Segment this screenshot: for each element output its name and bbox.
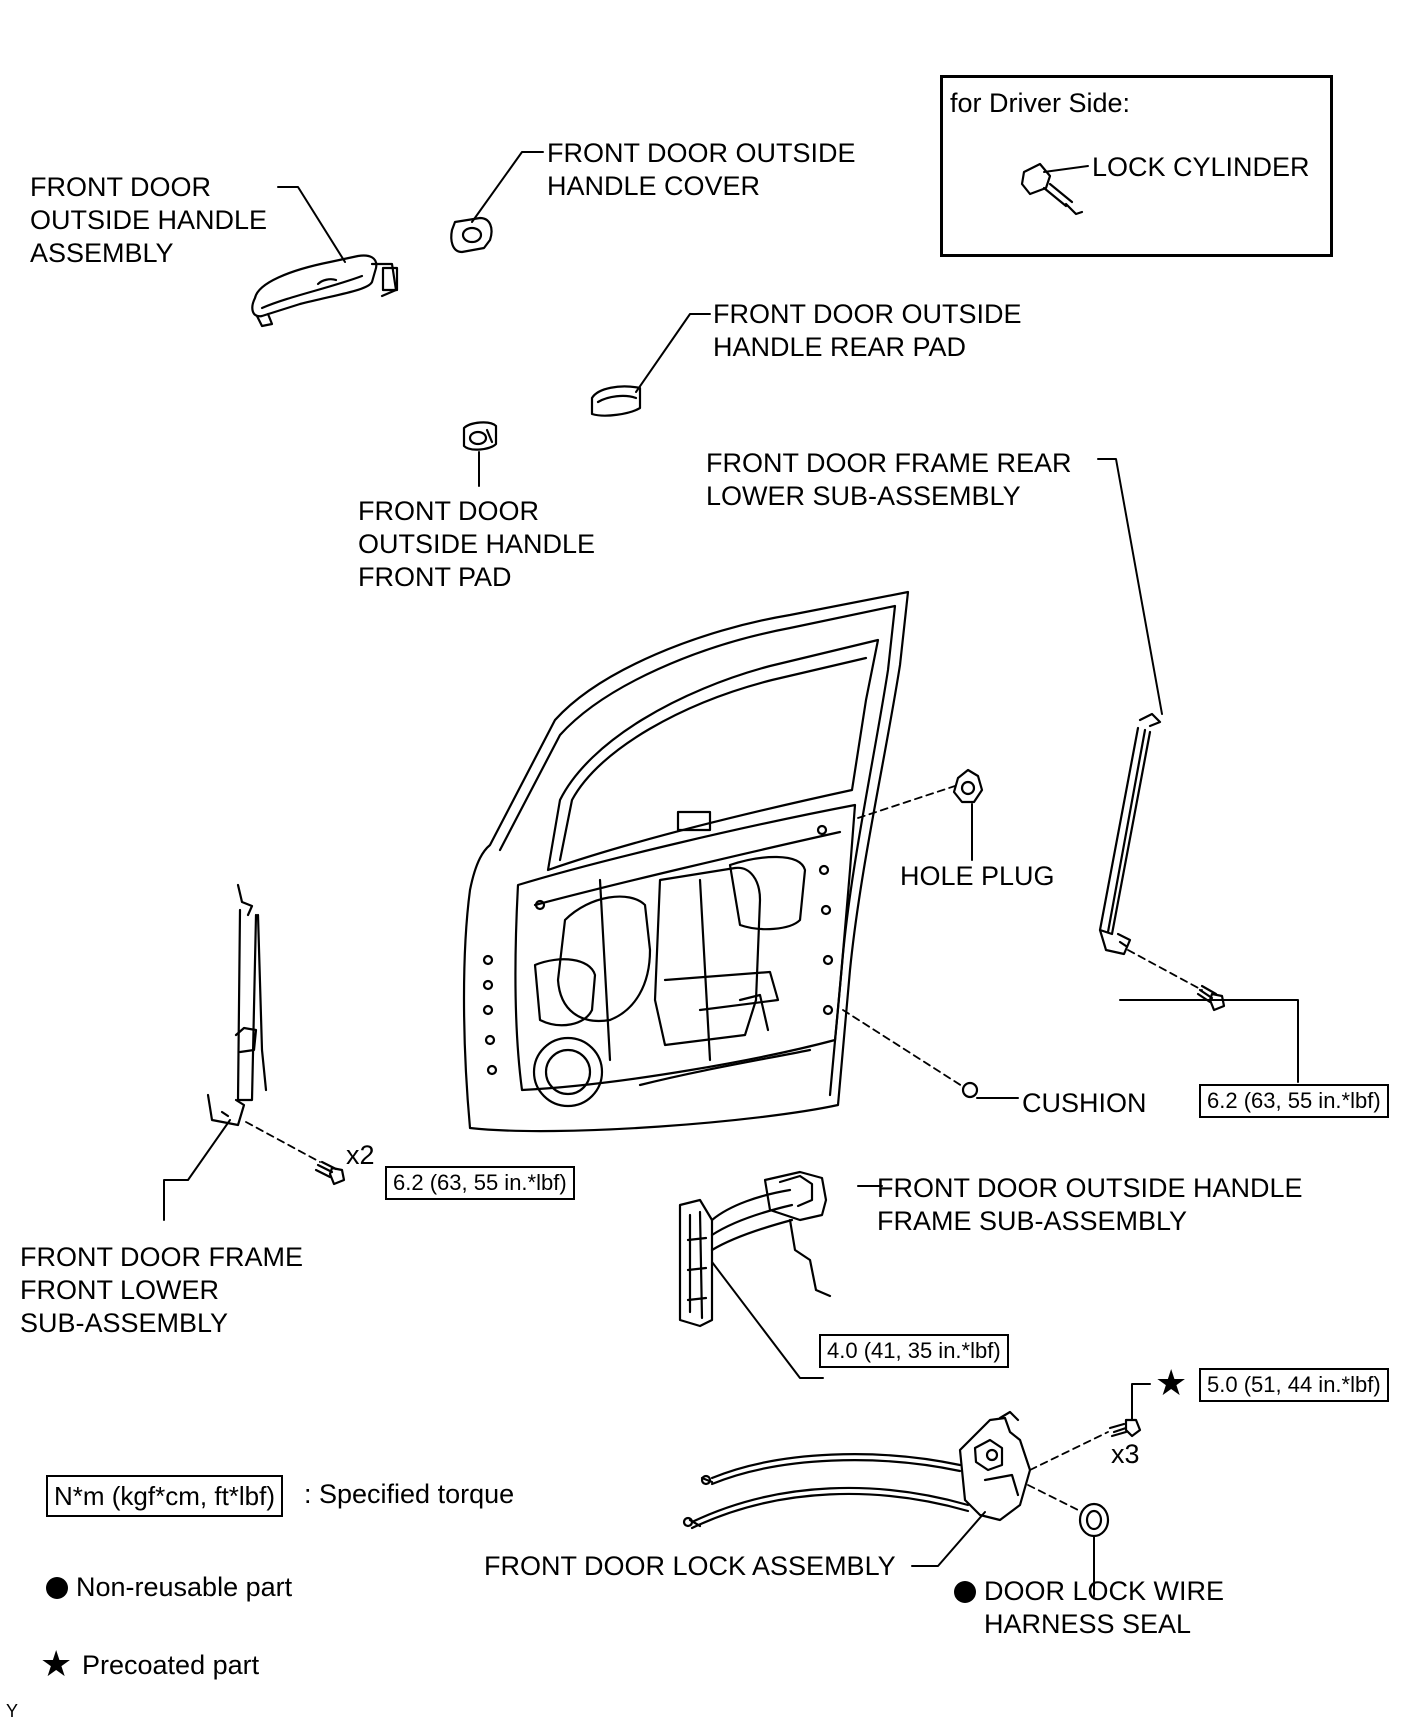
outside-handle-assembly-drawing [251,254,399,328]
driver-side-inset [940,75,1333,257]
outside-handle-front-pad-drawing [462,421,498,451]
driver-side-title: for Driver Side: [950,88,1131,118]
frame-rear-lower-drawing [1098,712,1162,956]
non-reusable-marker [954,1581,976,1603]
torque-handle-frame: 4.0 (41, 35 in.*lbf) [819,1334,1009,1368]
handle-frame-drawing [678,1170,832,1328]
legend-star-icon: ★ [40,1643,73,1684]
torque-lock: 5.0 (51, 44 in.*lbf) [1199,1368,1389,1402]
corner-mark: Y [6,1701,19,1721]
legend-torque-box: N*m (kgf*cm, ft*lbf) [46,1475,284,1517]
precoated-star-icon: ★ [1155,1362,1188,1403]
legend-torque-text: : Specified torque [304,1479,515,1509]
cushion-label: CUSHION [1022,1088,1147,1118]
outside-handle-rear-pad-drawing [590,385,642,417]
wire-harness-seal-drawing [1078,1502,1110,1538]
legend-dot-icon [46,1577,68,1599]
bolt-front-lower-drawing [314,1160,346,1186]
qty-front-lower: x2 [346,1140,375,1170]
legend-non-reusable: Non-reusable part [76,1572,293,1602]
door-panel-drawing [462,590,910,1133]
screw-lock-drawing [1108,1418,1142,1438]
leader-lines [163,151,1299,1597]
outside-handle-cover-drawing [450,216,493,254]
torque-front-lower: 6.2 (63, 55 in.*lbf) [385,1166,575,1200]
frame-front-lower-drawing [206,883,268,1127]
hole-plug-drawing [952,768,984,804]
torque-rear-lower: 6.2 (63, 55 in.*lbf) [1199,1084,1389,1118]
door-lock-assembly-label: FRONT DOOR LOCK ASSEMBLY [484,1551,896,1581]
cushion-drawing [961,1081,979,1099]
door-lock-assembly-drawing [682,1410,1032,1530]
lock-cylinder-drawing [1020,162,1084,216]
legend-precoated: Precoated part [82,1650,260,1680]
hole-plug-label: HOLE PLUG [900,861,1055,891]
qty-lock-screws: x3 [1111,1439,1140,1469]
dashed-lines [245,785,1203,1513]
lock-cylinder-label: LOCK CYLINDER [1092,152,1310,182]
